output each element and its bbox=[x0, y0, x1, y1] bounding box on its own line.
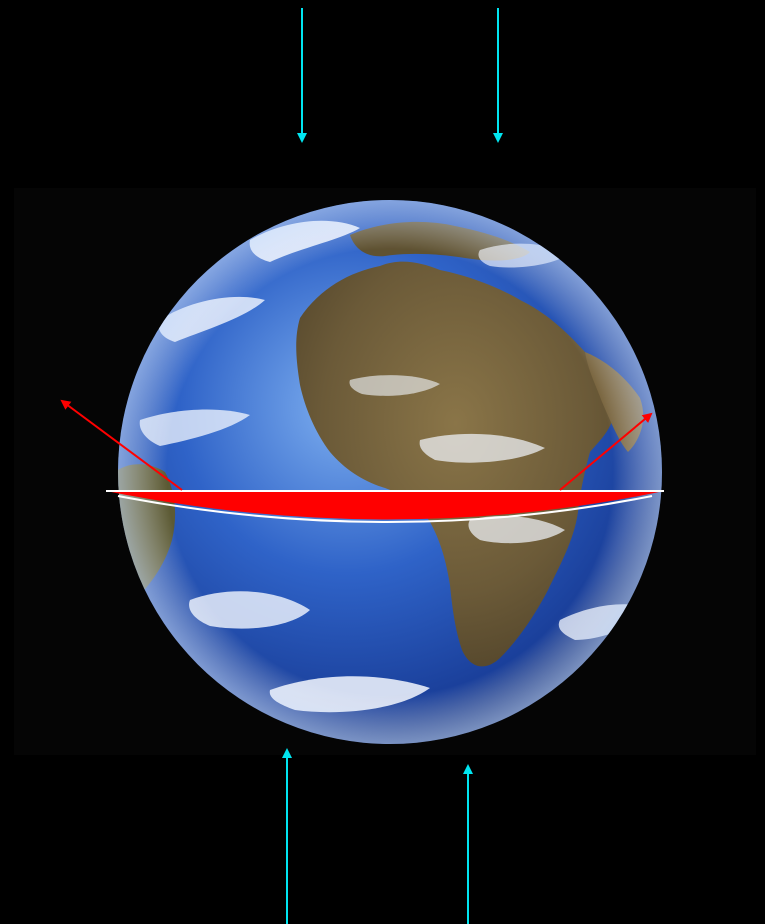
earth-globe bbox=[115, 200, 662, 744]
